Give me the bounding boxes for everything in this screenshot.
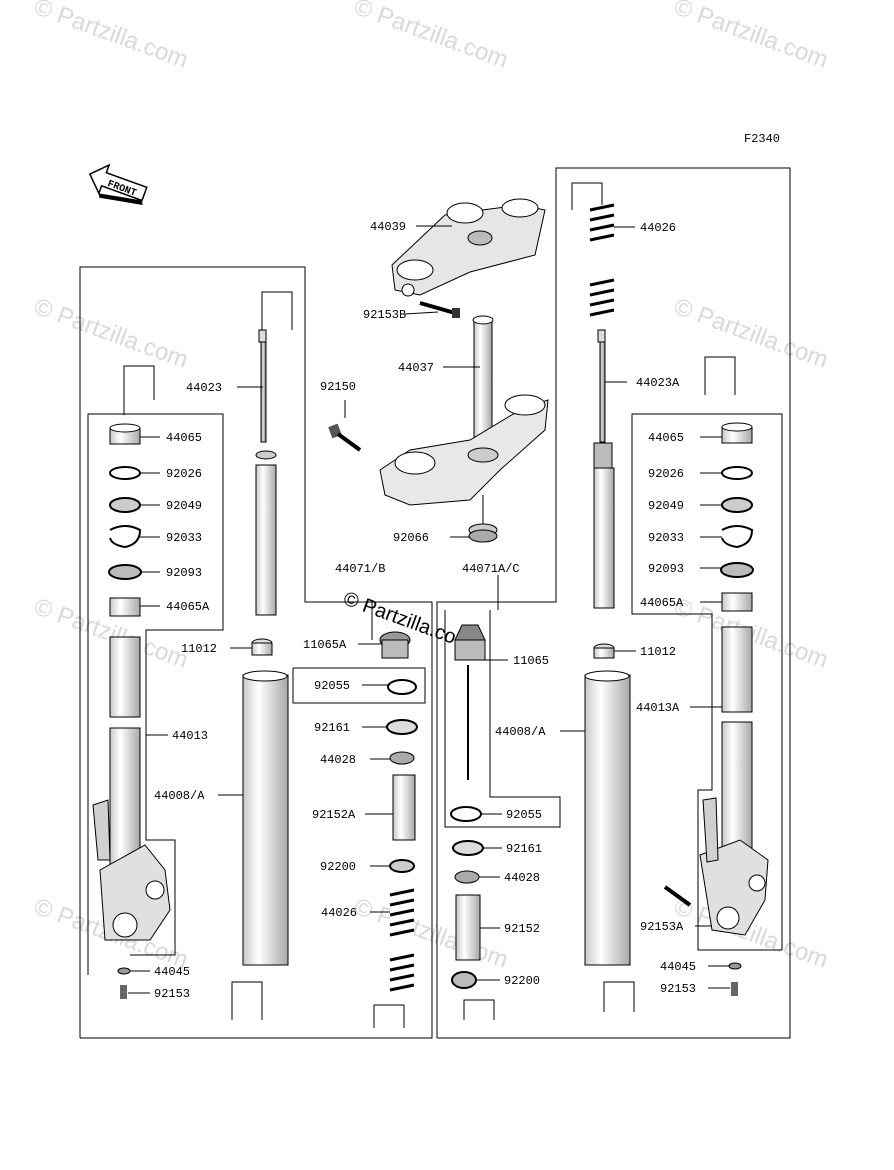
part-label-11012-right[interactable]: 11012 bbox=[640, 645, 676, 659]
part-label-44026-right[interactable]: 44026 bbox=[640, 221, 676, 235]
part-label-92161-left[interactable]: 92161 bbox=[314, 721, 350, 735]
part-label-44065a-right[interactable]: 44065A bbox=[640, 596, 684, 610]
part-label-92055-left[interactable]: 92055 bbox=[314, 679, 350, 693]
part-label-44039[interactable]: 44039 bbox=[370, 220, 406, 234]
part-label-92152a[interactable]: 92152A bbox=[312, 808, 356, 822]
part-label-44045-right[interactable]: 44045 bbox=[660, 960, 696, 974]
part-label-44008a-left[interactable]: 44008/A bbox=[154, 789, 205, 803]
cartridge-left bbox=[373, 631, 418, 1028]
right-bottom-bolts bbox=[663, 885, 742, 996]
part-label-44071ac[interactable]: 44071A/C bbox=[462, 562, 520, 576]
leader-lines bbox=[128, 225, 730, 994]
part-label-92026-right[interactable]: 92026 bbox=[648, 467, 684, 481]
part-label-92026-left[interactable]: 92026 bbox=[166, 467, 202, 481]
part-label-44045-left[interactable]: 44045 bbox=[154, 965, 190, 979]
part-label-92153a[interactable]: 92153A bbox=[640, 920, 684, 934]
part-label-44065-right[interactable]: 44065 bbox=[648, 431, 684, 445]
part-label-92161-right[interactable]: 92161 bbox=[506, 842, 542, 856]
part-label-44008a-right[interactable]: 44008/A bbox=[495, 725, 546, 739]
left-inner-frame bbox=[87, 413, 224, 975]
part-label-44065-left[interactable]: 44065 bbox=[166, 431, 202, 445]
part-label-44013[interactable]: 44013 bbox=[172, 729, 208, 743]
part-label-44026-center[interactable]: 44026 bbox=[321, 906, 357, 920]
seal-stack-right bbox=[593, 356, 754, 659]
part-label-92200-right[interactable]: 92200 bbox=[504, 974, 540, 988]
bolt-92150 bbox=[328, 423, 362, 452]
damper-rod-left bbox=[255, 291, 293, 616]
outer-tube-left bbox=[92, 636, 171, 941]
damper-rod-right bbox=[571, 182, 615, 609]
part-label-44023a[interactable]: 44023A bbox=[636, 376, 680, 390]
part-label-44013a[interactable]: 44013A bbox=[636, 701, 680, 715]
outer-tube-right bbox=[699, 626, 769, 936]
part-label-11065[interactable]: 11065 bbox=[513, 654, 549, 668]
part-label-92093-left[interactable]: 92093 bbox=[166, 566, 202, 580]
seal-92066 bbox=[468, 523, 498, 543]
part-label-92150[interactable]: 92150 bbox=[320, 380, 356, 394]
part-label-92033-right[interactable]: 92033 bbox=[648, 531, 684, 545]
part-label-92093-right[interactable]: 92093 bbox=[648, 562, 684, 576]
left-fork-frame bbox=[79, 266, 433, 1039]
part-label-11065a[interactable]: 11065A bbox=[303, 638, 347, 652]
part-label-92049-left[interactable]: 92049 bbox=[166, 499, 202, 513]
part-label-92153-left[interactable]: 92153 bbox=[154, 987, 190, 1001]
part-label-92153-right[interactable]: 92153 bbox=[660, 982, 696, 996]
part-label-44065a-left[interactable]: 44065A bbox=[166, 600, 210, 614]
diagram-code: F2340 bbox=[744, 132, 780, 146]
cartridge-right bbox=[450, 624, 495, 1020]
left-bottom-bolts bbox=[117, 967, 131, 999]
part-labels: F2340 44039 92153B 44037 92150 92066 440… bbox=[154, 132, 780, 1001]
part-label-44028-right[interactable]: 44028 bbox=[504, 871, 540, 885]
part-label-44028-left[interactable]: 44028 bbox=[320, 753, 356, 767]
part-label-44037[interactable]: 44037 bbox=[398, 361, 434, 375]
inner-tube-right bbox=[584, 670, 635, 1012]
right-fork-frame bbox=[436, 167, 791, 1039]
part-label-92200-left[interactable]: 92200 bbox=[320, 860, 356, 874]
right-inner-frame bbox=[631, 413, 783, 951]
part-label-11012-left[interactable]: 11012 bbox=[181, 642, 217, 656]
front-arrow-icon: FRONT bbox=[88, 163, 148, 205]
inner-tube-left bbox=[231, 638, 289, 1020]
bolt-92153b bbox=[419, 301, 460, 318]
cap-box-left bbox=[292, 667, 426, 704]
part-label-92066[interactable]: 92066 bbox=[393, 531, 429, 545]
frame-lines bbox=[79, 167, 791, 1039]
upper-triple-clamp bbox=[391, 198, 546, 297]
part-label-92152[interactable]: 92152 bbox=[504, 922, 540, 936]
cap-box-right bbox=[444, 610, 561, 828]
part-label-92153b[interactable]: 92153B bbox=[363, 308, 406, 322]
steering-stem bbox=[379, 315, 549, 525]
part-label-44023[interactable]: 44023 bbox=[186, 381, 222, 395]
part-label-44071b[interactable]: 44071/B bbox=[335, 562, 385, 576]
part-label-92049-right[interactable]: 92049 bbox=[648, 499, 684, 513]
seal-stack-left bbox=[108, 365, 155, 617]
part-label-92033-left[interactable]: 92033 bbox=[166, 531, 202, 545]
part-label-92055-right[interactable]: 92055 bbox=[506, 808, 542, 822]
